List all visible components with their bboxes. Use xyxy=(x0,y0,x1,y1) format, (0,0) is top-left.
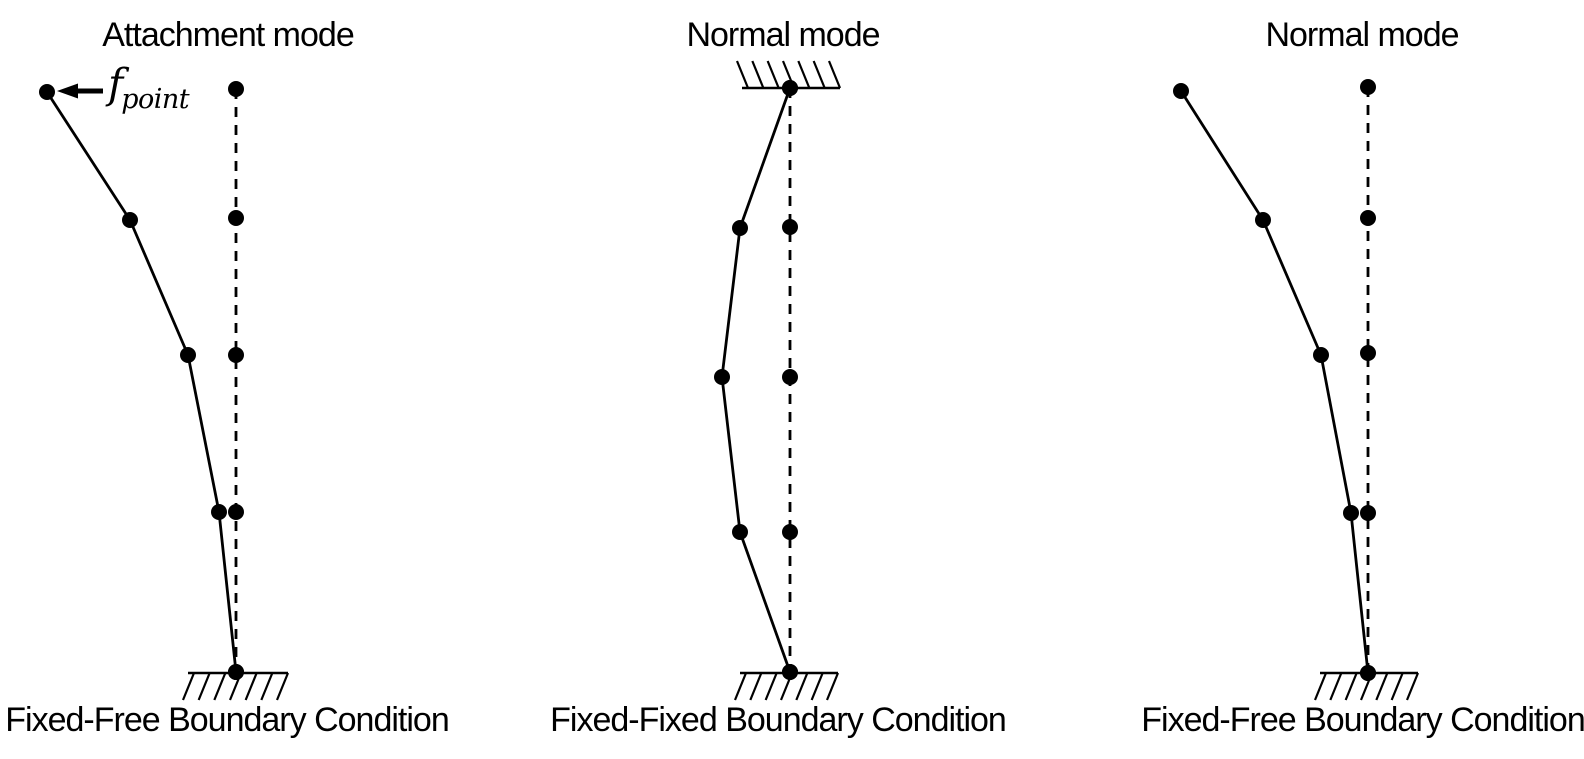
force-subscript: point xyxy=(121,84,190,115)
panel-title-normal-mode-fixed-free: Normal mode xyxy=(1265,16,1459,54)
support-hatch-mark xyxy=(733,672,748,701)
support-hatch-mark xyxy=(827,60,842,89)
support-hatch-mark xyxy=(275,672,290,701)
support-hatch-mark xyxy=(1359,672,1374,701)
bottom-fixed-support xyxy=(733,671,840,701)
support-hatch-mark xyxy=(244,672,258,701)
node-dot xyxy=(228,504,244,520)
node-dot xyxy=(228,210,244,226)
support-hatch-mark xyxy=(779,672,794,701)
panel-caption-fixed-free-left: Fixed-Free Boundary Condition xyxy=(5,701,449,739)
support-hatch-mark xyxy=(797,60,811,89)
support-hatch-mark xyxy=(795,672,809,701)
node-dot xyxy=(211,504,227,520)
support-hatch-mark xyxy=(825,672,840,701)
panel-caption-fixed-fixed: Fixed-Fixed Boundary Condition xyxy=(550,701,1007,739)
support-hatch-mark xyxy=(213,672,227,701)
support-hatch-mark xyxy=(228,672,243,701)
node-dot xyxy=(180,347,196,363)
support-hatch-mark xyxy=(781,60,796,89)
arrow-head xyxy=(57,83,78,99)
support-hatch-mark xyxy=(1344,672,1358,701)
panel-title-normal-mode-fixed-fixed: Normal mode xyxy=(686,16,880,54)
support-hatch-mark xyxy=(735,60,750,89)
point-force-label: fpoint xyxy=(108,64,191,114)
bottom-fixed-support xyxy=(1313,671,1420,701)
node-dot xyxy=(732,524,748,540)
panel-caption-fixed-free-right: Fixed-Free Boundary Condition xyxy=(1141,701,1584,739)
node-dot xyxy=(782,524,798,540)
support-hatch-mark xyxy=(1375,672,1389,701)
deformed-shape-line xyxy=(1179,90,1370,674)
force-symbol: f xyxy=(108,60,124,108)
node-dot xyxy=(1343,505,1359,521)
support-hatch-mark xyxy=(810,672,824,701)
panel-normal-fixed-fixed xyxy=(714,60,842,701)
support-hatch-mark xyxy=(260,672,274,701)
support-hatch-mark xyxy=(766,60,780,89)
node-dot xyxy=(1360,505,1376,521)
panel-title-attachment-mode: Attachment mode xyxy=(102,16,354,54)
support-hatch-mark xyxy=(1405,672,1420,701)
node-dot xyxy=(732,220,748,236)
support-hatch-mark xyxy=(764,672,778,701)
deformed-shape-line xyxy=(720,87,792,673)
panel-normal-fixed-free xyxy=(1173,79,1420,701)
support-hatch-mark xyxy=(197,672,211,701)
node-dot xyxy=(228,347,244,363)
node-dot xyxy=(1173,83,1189,99)
bottom-fixed-support xyxy=(181,671,290,701)
node-dot xyxy=(122,212,138,228)
node-dot xyxy=(1313,347,1329,363)
node-dot xyxy=(1255,212,1271,228)
top-fixed-support xyxy=(735,60,842,90)
node-dot xyxy=(782,369,798,385)
support-hatch-mark xyxy=(1329,672,1343,701)
support-hatch-mark xyxy=(1390,672,1404,701)
node-dot xyxy=(714,369,730,385)
support-hatch-mark xyxy=(1313,672,1328,701)
node-dot xyxy=(228,81,244,97)
support-hatch-mark xyxy=(812,60,826,89)
node-dot xyxy=(39,84,55,100)
support-hatch-mark xyxy=(749,672,763,701)
point-force-arrow xyxy=(57,83,103,99)
node-dot xyxy=(1360,210,1376,226)
deformed-shape-line xyxy=(45,91,238,673)
node-dot xyxy=(1360,79,1376,95)
node-dot xyxy=(1360,345,1376,361)
support-hatch-mark xyxy=(751,60,765,89)
node-dot xyxy=(782,219,798,235)
panel-attachment-fixed-free xyxy=(39,81,290,701)
support-hatch-mark xyxy=(181,672,196,701)
